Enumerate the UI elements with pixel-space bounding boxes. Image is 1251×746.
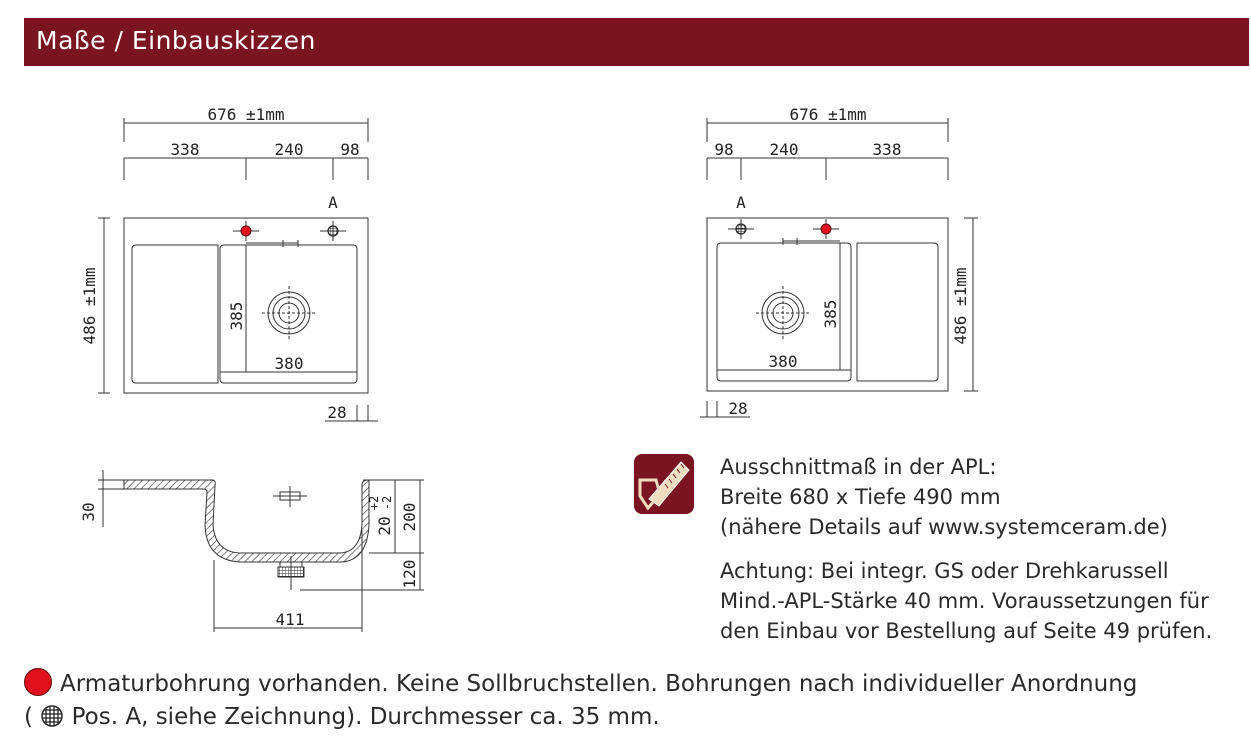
left-top-view xyxy=(98,118,378,422)
marker-a: A xyxy=(736,193,746,212)
section-header: Maße / Einbauskizzen xyxy=(24,18,1249,66)
tap-hole-red-icon xyxy=(24,668,52,696)
dim-rim: 28 xyxy=(728,399,747,418)
tap-hole-hatched-icon xyxy=(327,225,339,237)
warning-line3: den Einbau vor Bestellung auf Seite 49 p… xyxy=(720,619,1213,643)
legend-text2: Pos. A, siehe Zeichnung). Durchmesser ca… xyxy=(71,704,660,730)
section-title: Maße / Einbauskizzen xyxy=(36,26,316,55)
tap-hole-hatched-icon xyxy=(735,223,747,235)
dim-tolerance-plus: +2 xyxy=(367,496,381,510)
cutout-line2: Breite 680 x Tiefe 490 mm xyxy=(720,485,1001,509)
dim-seg3: 338 xyxy=(873,140,902,159)
dim-depth: 200 xyxy=(400,503,419,532)
cutout-line1: Ausschnittmaß in der APL: xyxy=(720,455,997,479)
legend-line1: Armaturbohrung vorhanden. Keine Sollbruc… xyxy=(24,668,1137,697)
marker-a: A xyxy=(328,193,338,212)
legend-text1: Armaturbohrung vorhanden. Keine Sollbruc… xyxy=(60,671,1138,697)
warning-line2: Mind.-APL-Stärke 40 mm. Voraussetzungen … xyxy=(720,589,1209,613)
dim-height: 486 ±1mm xyxy=(951,267,970,344)
dim-section-width: 411 xyxy=(276,610,305,629)
dim-overall-width: 676 ±1mm xyxy=(207,105,284,124)
dim-bowl-width: 380 xyxy=(275,354,304,373)
tap-hole-red-icon xyxy=(820,223,832,235)
dim-tolerance: 20 xyxy=(375,516,394,535)
legend-line2: ( Pos. A, siehe Zeichnung). Durchmesser … xyxy=(24,704,660,730)
dim-seg2: 240 xyxy=(770,140,799,159)
dim-bowl-width: 380 xyxy=(769,352,798,371)
dim-seg2: 240 xyxy=(275,140,304,159)
dim-rim-depth: 30 xyxy=(79,502,98,521)
dim-seg1: 338 xyxy=(171,140,200,159)
saw-icon xyxy=(634,454,694,514)
dim-rim: 28 xyxy=(327,403,346,422)
section-view xyxy=(98,470,424,632)
legend-paren: ( xyxy=(24,704,33,730)
dim-bowl-height: 385 xyxy=(227,302,246,331)
right-top-view xyxy=(700,118,978,418)
dim-seg3: 98 xyxy=(340,140,359,159)
tap-hole-red-icon xyxy=(240,225,252,237)
dim-tolerance-minus: -2 xyxy=(380,496,394,510)
tap-hole-hatched-icon xyxy=(41,705,64,727)
dim-drain: 120 xyxy=(400,560,419,589)
dim-height: 486 ±1mm xyxy=(80,267,99,344)
cutout-info: Ausschnittmaß in der APL: Breite 680 x T… xyxy=(720,452,1168,542)
dim-overall-width: 676 ±1mm xyxy=(789,105,866,124)
dim-bowl-height: 385 xyxy=(821,300,840,329)
warning-info: Achtung: Bei integr. GS oder Drehkarusse… xyxy=(720,556,1212,646)
cutout-line3: (nähere Details auf www.systemceram.de) xyxy=(720,515,1168,539)
warning-line1: Achtung: Bei integr. GS oder Drehkarusse… xyxy=(720,559,1169,583)
dim-seg1: 98 xyxy=(714,140,733,159)
